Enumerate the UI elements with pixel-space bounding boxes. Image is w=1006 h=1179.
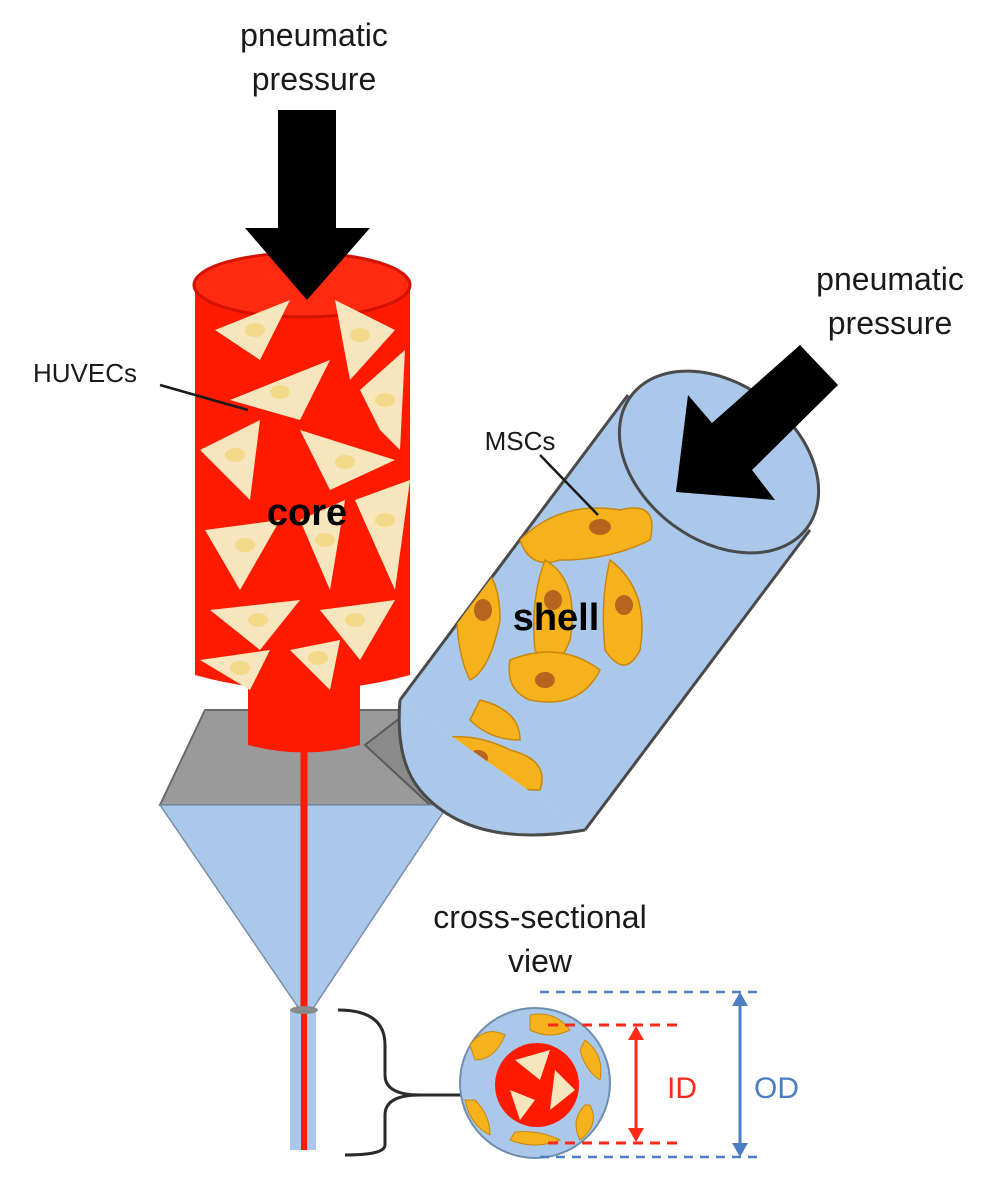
pressure-label-right-line1: pneumatic	[816, 261, 964, 297]
mscs-label: MSCs	[485, 426, 556, 456]
fiber-brace	[337, 1008, 421, 1157]
mscs-leader	[539, 454, 599, 516]
id-label: ID	[667, 1072, 697, 1105]
pressure-label-top-line1: pneumatic	[240, 17, 388, 53]
cross-section-label-line2: view	[508, 943, 573, 979]
pressure-arrow-top	[245, 110, 370, 300]
od-dimension	[540, 990, 760, 1159]
extruded-fiber	[290, 1006, 318, 1150]
cross-section-label-line1: cross-sectional	[433, 899, 646, 935]
pressure-arrow-right	[676, 345, 838, 500]
cross-section-view	[459, 1007, 611, 1159]
od-label: OD	[754, 1072, 799, 1105]
huvec-cells-group	[200, 300, 410, 690]
pressure-label-right-line2: pressure	[828, 305, 953, 341]
id-dimension	[548, 1023, 680, 1145]
huvecs-label: HUVECs	[33, 358, 137, 388]
huvecs-leader	[159, 383, 249, 412]
pressure-label-top-line2: pressure	[252, 61, 377, 97]
shell-label: shell	[513, 597, 600, 639]
core-label: core	[267, 492, 347, 534]
